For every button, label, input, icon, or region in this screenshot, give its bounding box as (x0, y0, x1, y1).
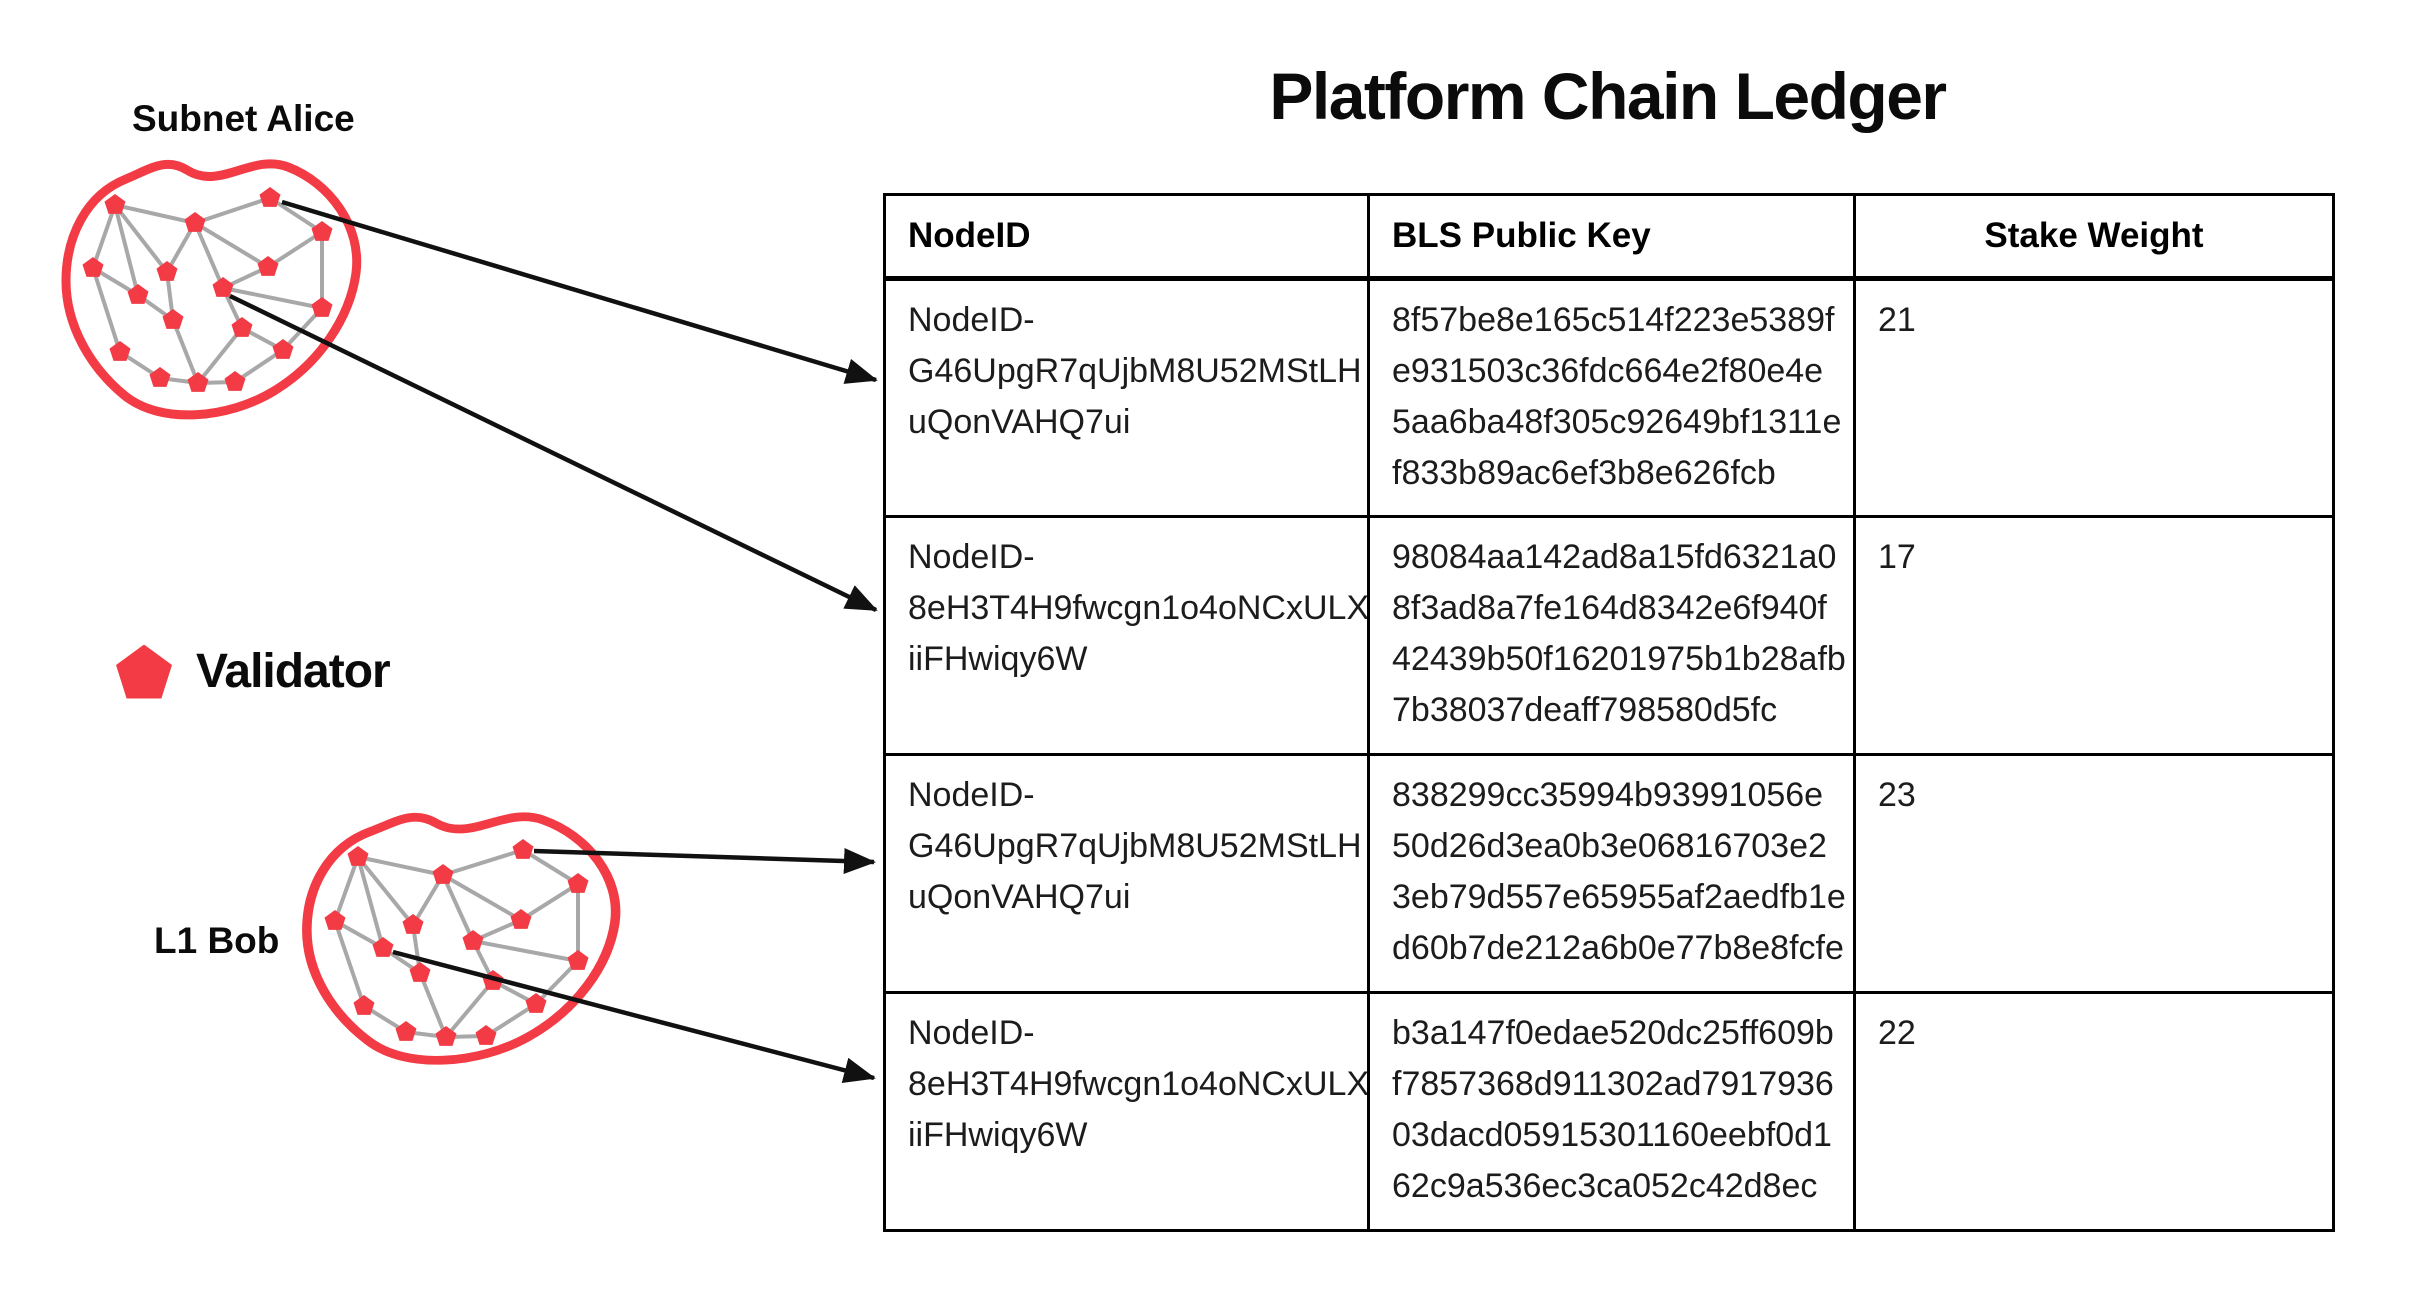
peer-link (444, 979, 495, 1039)
table-row: NodeID- G46UpgR7qUjbM8U52MStLH uQonVAHQ7… (883, 753, 2335, 994)
column-header-stake-weight: Stake Weight (1853, 193, 2335, 281)
validator-node-icon (567, 950, 589, 970)
validator-pentagon-icon (116, 644, 172, 699)
stake-weight-cell: 17 (1853, 515, 2335, 756)
validator-node-icon (324, 910, 346, 930)
peer-link (521, 848, 580, 886)
subnet-boundary (302, 812, 621, 1065)
peer-link (196, 326, 244, 385)
validator-node-icon (82, 257, 104, 277)
peer-link (519, 882, 580, 922)
platform-chain-ledger-table: NodeID BLS Public Key Stake Weight NodeI… (883, 193, 2335, 1232)
peer-link (91, 204, 117, 269)
bls-key-cell: b3a147f0edae520dc25ff609b f7857368d91130… (1367, 991, 1856, 1232)
stake-weight-cell: 22 (1853, 991, 2335, 1232)
mapping-arrow (281, 199, 878, 384)
table-row: NodeID- 8eH3T4H9fwcgn1o4oNCxULX iiFHwiqy… (883, 515, 2335, 756)
validator-node-icon (184, 212, 206, 232)
validator-node-icon (187, 372, 209, 392)
validator-node-icon (435, 1026, 457, 1046)
column-header-bls-public-key: BLS Public Key (1367, 193, 1856, 281)
validator-node-icon (127, 284, 149, 304)
peer-link (222, 286, 323, 310)
stake-weight-cell: 21 (1853, 277, 2335, 518)
bls-key-cell: 838299cc35994b93991056e 50d26d3ea0b3e068… (1367, 753, 1856, 994)
table-row: NodeID- G46UpgR7qUjbM8U52MStLH uQonVAHQ7… (883, 277, 2335, 518)
validator-node-icon (231, 317, 253, 337)
validator-node-icon (402, 914, 424, 934)
peer-link (441, 874, 475, 942)
peer-link (268, 196, 324, 234)
mapping-arrow (392, 949, 876, 1083)
validator-node-icon (432, 864, 454, 884)
validator-legend-label: Validator (196, 645, 391, 698)
validator-node-icon (525, 993, 547, 1013)
network-bob (302, 812, 621, 1065)
peer-link (442, 848, 524, 877)
peer-link (472, 939, 579, 963)
peer-link (357, 855, 444, 877)
peer-link (356, 855, 415, 927)
validator-node-icon (462, 930, 484, 950)
nodeid-cell: NodeID- G46UpgR7qUjbM8U52MStLH uQonVAHQ7… (883, 753, 1370, 994)
validator-node-icon (212, 277, 234, 297)
peer-link (333, 856, 360, 922)
l1-bob-label: L1 Bob (154, 920, 280, 961)
validator-node-icon (311, 297, 333, 317)
peer-link (356, 856, 385, 949)
validator-node-icon (347, 846, 369, 866)
peer-link (333, 920, 366, 1007)
bls-key-cell: 98084aa142ad8a15fd6321a0 8f3ad8a7fe164d8… (1367, 515, 1856, 756)
validator-node-icon (224, 371, 246, 391)
validator-node-icon (259, 187, 281, 207)
validator-node-icon (109, 341, 131, 361)
peer-link (418, 972, 448, 1038)
column-header-nodeid: NodeID (883, 193, 1370, 281)
nodeid-cell: NodeID- 8eH3T4H9fwcgn1o4oNCxULX iiFHwiqy… (883, 515, 1370, 756)
peer-link (193, 221, 270, 269)
validator-node-icon (162, 309, 184, 329)
validator-node-icon (475, 1025, 497, 1045)
validator-node-icon (372, 937, 394, 957)
validator-node-icon (257, 256, 279, 276)
bls-key-cell: 8f57be8e165c514f223e5389f e931503c36fdc6… (1367, 277, 1856, 518)
validator-node-icon (510, 909, 532, 929)
validator-node-icon (395, 1021, 417, 1041)
nodeid-cell: NodeID- G46UpgR7qUjbM8U52MStLH uQonVAHQ7… (883, 277, 1370, 518)
validator-node-icon (353, 995, 375, 1015)
peer-link (484, 1002, 538, 1038)
peer-link (114, 203, 196, 225)
nodeid-cell: NodeID- 8eH3T4H9fwcgn1o4oNCxULX iiFHwiqy… (883, 991, 1370, 1232)
validator-node-icon (104, 194, 126, 214)
peer-link (113, 204, 140, 296)
validator-node-icon (149, 367, 171, 387)
peer-link (194, 196, 271, 225)
validator-node-icon (567, 873, 589, 893)
mapping-arrow (533, 848, 876, 875)
validator-node-icon (156, 261, 178, 281)
validator-legend: Validator (116, 644, 391, 699)
table-row: NodeID- 8eH3T4H9fwcgn1o4oNCxULX iiFHwiqy… (883, 991, 2335, 1232)
table-header-row: NodeID BLS Public Key Stake Weight (883, 193, 2335, 281)
peer-link (171, 319, 200, 384)
validator-node-icon (512, 839, 534, 859)
network-alice (61, 159, 362, 420)
validator-node-icon (272, 339, 294, 359)
mapping-arrow (229, 293, 878, 613)
peer-link (266, 230, 324, 269)
peer-link (91, 267, 122, 353)
validator-node-icon (311, 221, 333, 241)
peer-link (193, 222, 225, 289)
peer-link (113, 203, 169, 274)
subnet-boundary (61, 159, 362, 420)
peer-link (233, 348, 285, 384)
peer-link (442, 873, 522, 922)
page-title: Platform Chain Ledger (1269, 59, 1947, 133)
subnet-alice-label: Subnet Alice (132, 98, 355, 139)
validator-node-icon (409, 962, 431, 982)
stake-weight-cell: 23 (1853, 753, 2335, 994)
